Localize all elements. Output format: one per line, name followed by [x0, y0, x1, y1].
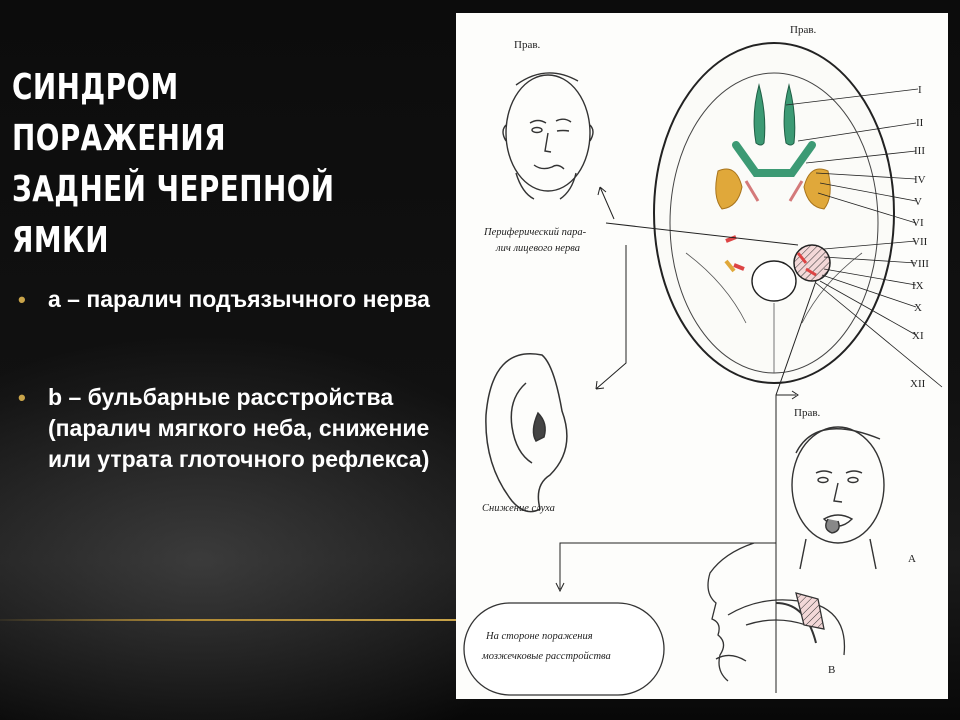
label-b: В — [828, 664, 835, 676]
bullet-text: b – бульбарные расстройства (паралич мяг… — [48, 384, 430, 472]
connector-arrows — [555, 186, 817, 693]
peripheral-palsy-line2: лич лицевого нерва — [495, 243, 580, 254]
nerve-label-1: I — [918, 84, 922, 96]
accent-divider — [0, 619, 470, 621]
skull-base-drawing — [653, 42, 895, 384]
cerebellar-box: На стороне поражения мозжечковые расстро… — [463, 602, 665, 696]
nerve-label-10: X — [914, 302, 922, 314]
label-right-face-bottom: Прав. — [794, 407, 821, 419]
bullet-item-a: • а – паралич подъязычного нерва — [18, 284, 458, 315]
nerve-label-3: III — [914, 145, 925, 157]
sagittal-section-drawing — [707, 542, 846, 682]
nerve-label-6: VI — [912, 217, 924, 229]
nerve-leader-lines — [785, 88, 943, 388]
illustration-svg: Прав. — [463, 24, 943, 696]
medical-illustration: Прав. — [456, 13, 948, 699]
bullet-icon: • — [18, 287, 26, 312]
peripheral-palsy-line1: Периферический пара- — [483, 227, 587, 238]
nerve-labels: I II III IV V VI VII VIII IX X XI XII — [910, 84, 929, 390]
slide-title: СИНДРОМ ПОРАЖЕНИЯ ЗАДНЕЙ ЧЕРЕПНОЙ ЯМКИ — [12, 67, 335, 261]
label-right-skull: Прав. — [790, 24, 817, 36]
face-facial-palsy-drawing — [502, 72, 594, 200]
ear-drawing — [485, 353, 568, 513]
nerve-label-8: VIII — [910, 258, 929, 270]
label-right-face-top: Прав. — [514, 39, 541, 51]
nerve-label-11: XI — [912, 330, 924, 342]
nerve-label-5: V — [914, 196, 922, 208]
bullet-icon: • — [18, 385, 26, 410]
face-tongue-deviation-drawing — [791, 426, 885, 570]
nerve-label-12: XII — [910, 378, 926, 390]
hearing-loss-label: Снижение слуха — [482, 503, 555, 514]
label-a: А — [908, 553, 916, 565]
nerve-label-9: IX — [912, 280, 924, 292]
box-text-line1: На стороне поражения — [485, 631, 593, 642]
box-text-line2: мозжечковые расстройства — [481, 651, 611, 662]
bullet-list: • а – паралич подъязычного нерва • b – б… — [18, 284, 458, 475]
bullet-text: а – паралич подъязычного нерва — [48, 286, 430, 312]
nerve-label-7: VII — [912, 236, 928, 248]
bullet-item-b: • b – бульбарные расстройства (паралич м… — [18, 382, 458, 475]
nerve-label-4: IV — [914, 174, 926, 186]
nerve-label-2: II — [916, 117, 924, 129]
